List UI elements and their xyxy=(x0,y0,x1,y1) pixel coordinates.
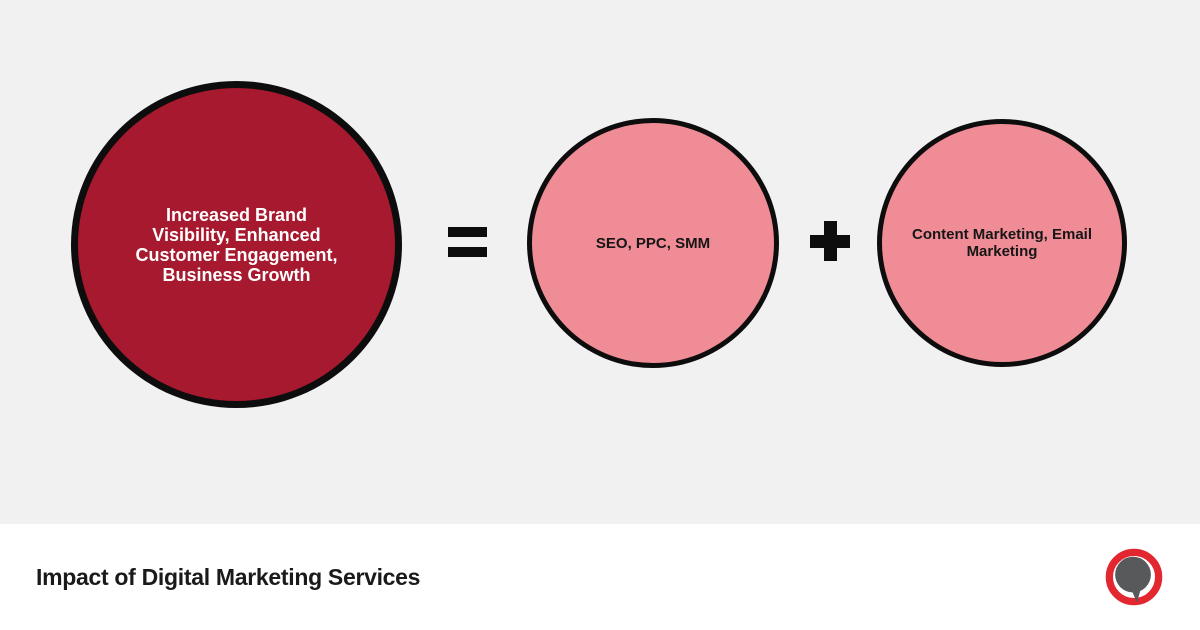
equals-top-bar xyxy=(448,227,487,237)
operand2-circle-label: Content Marketing, Email Marketing xyxy=(897,226,1107,260)
equation-diagram: Increased Brand Visibility, Enhanced Cus… xyxy=(71,81,1127,408)
speech-bubble-icon xyxy=(1105,548,1163,606)
plus-sign-icon xyxy=(810,221,850,261)
operand1-circle: SEO, PPC, SMM xyxy=(527,118,779,368)
operand2-line-2: Marketing xyxy=(966,243,1038,260)
result-line-1: Increased Brand xyxy=(165,204,308,225)
footer-bar: Impact of Digital Marketing Services xyxy=(0,524,1200,630)
logo-bubble-tail xyxy=(1130,585,1142,603)
equals-sign-icon xyxy=(448,227,487,257)
result-line-3: Customer Engagement, xyxy=(135,244,338,265)
result-circle-label: Increased Brand Visibility, Enhanced Cus… xyxy=(121,205,353,285)
logo-ring xyxy=(1105,548,1163,606)
operand2-line-1: Content Marketing, Email xyxy=(911,226,1093,243)
operand2-circle: Content Marketing, Email Marketing xyxy=(877,119,1127,367)
plus-vertical-bar xyxy=(823,221,837,261)
result-circle: Increased Brand Visibility, Enhanced Cus… xyxy=(71,81,402,408)
brand-logo xyxy=(1105,548,1163,606)
logo-bubble-body xyxy=(1115,556,1151,593)
result-line-4: Business Growth xyxy=(162,264,311,285)
result-line-2: Visibility, Enhanced xyxy=(152,224,321,245)
operand1-circle-label: SEO, PPC, SMM xyxy=(595,234,711,252)
equals-bottom-bar xyxy=(448,247,487,257)
footer-title: Impact of Digital Marketing Services xyxy=(36,563,421,590)
